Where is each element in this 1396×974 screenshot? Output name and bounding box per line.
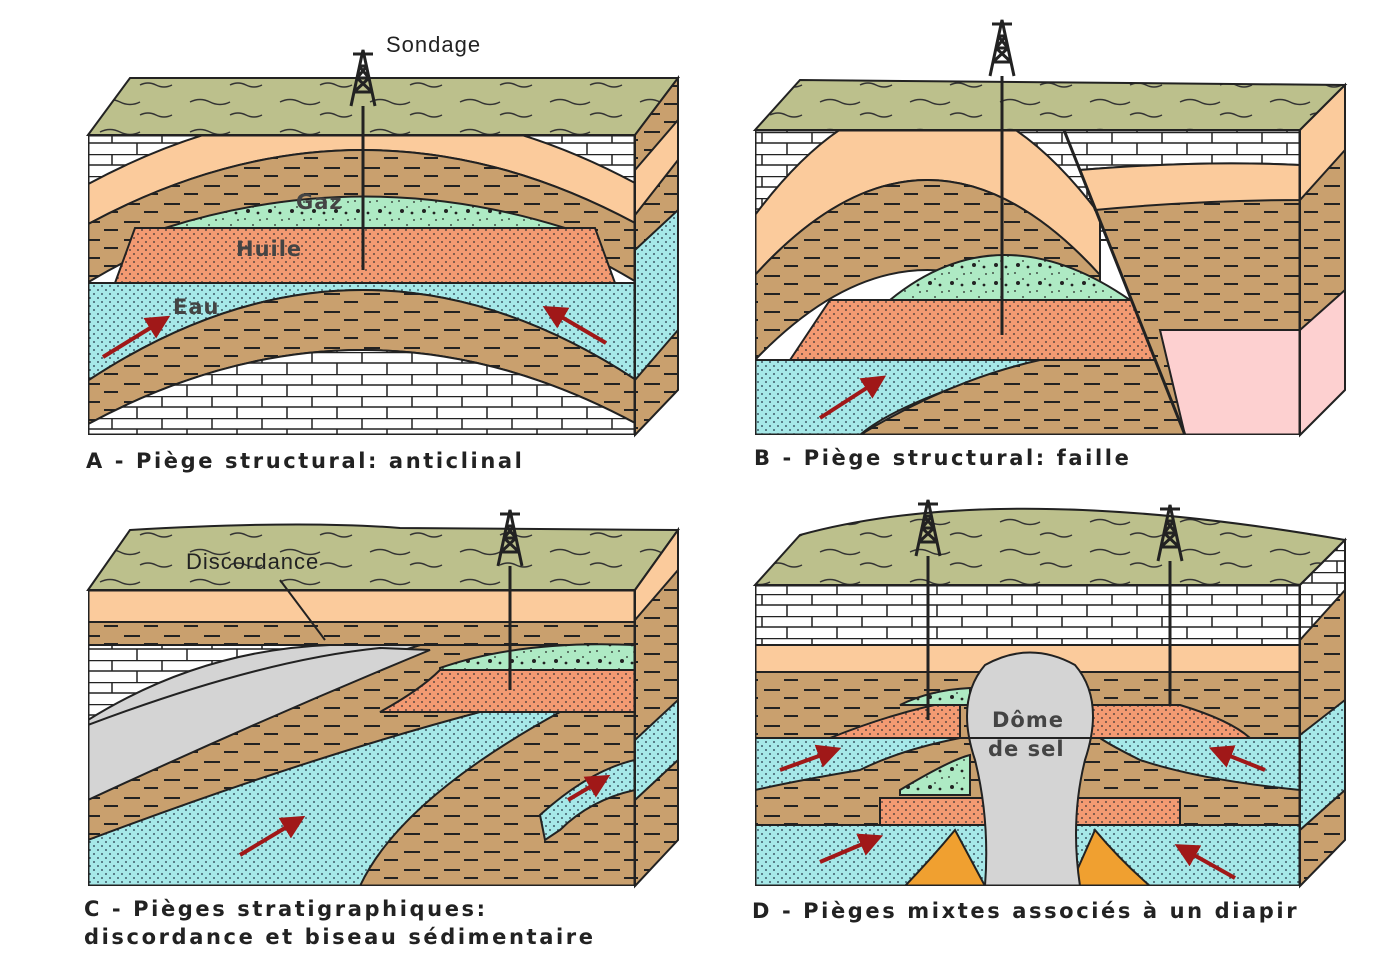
caption-c-line1: C - Pièges stratigraphiques: xyxy=(84,897,488,921)
caption-a: A - Piège structural: anticlinal xyxy=(86,449,524,473)
panel-c-front xyxy=(88,590,635,886)
drilling-derrick-icon xyxy=(349,49,377,270)
flow-arrow-icon xyxy=(779,744,842,772)
label-de-sel: de sel xyxy=(988,737,1065,761)
flow-arrow-icon xyxy=(566,774,611,802)
label-huile: Huile xyxy=(236,237,302,261)
drilling-derrick-icon xyxy=(496,509,524,690)
gas-left xyxy=(899,686,971,706)
drilling-derrick-icon xyxy=(914,499,942,720)
top-surface xyxy=(86,523,680,591)
label-sondage: Sondage xyxy=(386,32,481,57)
gas-zone xyxy=(887,254,1134,301)
flow-arrow-icon xyxy=(819,833,884,864)
flow-arrow-icon xyxy=(1208,745,1266,772)
right-pink xyxy=(1158,329,1300,435)
oil-zone xyxy=(379,669,635,713)
sandstone-top xyxy=(88,590,635,623)
panel-d-salt-dome xyxy=(752,507,1348,889)
fault-line xyxy=(1062,130,1187,435)
caption-d: D - Pièges mixtes associés à un diapir xyxy=(752,899,1299,923)
limestone-bottom xyxy=(88,349,635,435)
water-band xyxy=(88,711,561,886)
drilling-derrick-icon xyxy=(1156,504,1184,705)
panel-d-front xyxy=(755,585,1300,886)
water-pinch xyxy=(538,758,635,842)
water-right-upper xyxy=(1096,737,1300,792)
salt-dome xyxy=(966,651,1094,886)
label-gaz: Gaz xyxy=(296,190,343,214)
shale-bottom xyxy=(858,359,1187,435)
flow-arrow-icon xyxy=(542,305,608,345)
panel-a-overlay xyxy=(101,49,608,359)
unconformity-pointer xyxy=(279,579,326,641)
gas-zone xyxy=(164,195,566,229)
label-dome: Dôme xyxy=(992,708,1064,732)
flow-arrow-icon xyxy=(1174,844,1236,880)
right-tan xyxy=(1078,162,1300,212)
drilling-derrick-icon xyxy=(988,19,1016,335)
gray-layer xyxy=(88,646,431,802)
limestone-top xyxy=(755,585,1300,646)
top-surface xyxy=(752,78,1348,131)
flow-arrow-icon xyxy=(238,815,306,857)
flow-arrow-icon xyxy=(101,315,171,359)
panel-d-overlay xyxy=(779,499,1266,880)
panel-b-overlay xyxy=(818,19,1016,420)
shale-thin xyxy=(88,621,635,646)
oil-zone xyxy=(113,227,617,284)
label-eau: Eau xyxy=(173,295,219,319)
top-surface xyxy=(752,507,1348,586)
oil-zone xyxy=(788,299,1162,361)
caption-b: B - Piège structural: faille xyxy=(754,446,1131,470)
label-discordance: Discordance xyxy=(186,549,319,574)
flow-arrow-icon xyxy=(818,375,887,420)
panel-b-front xyxy=(755,130,1300,435)
gas-lower xyxy=(899,753,971,796)
water-left-upper xyxy=(755,737,961,792)
top-surface xyxy=(86,77,681,136)
caption-c-line2: discordance et biseau sédimentaire xyxy=(84,925,596,949)
panel-c-overlay xyxy=(238,509,611,857)
